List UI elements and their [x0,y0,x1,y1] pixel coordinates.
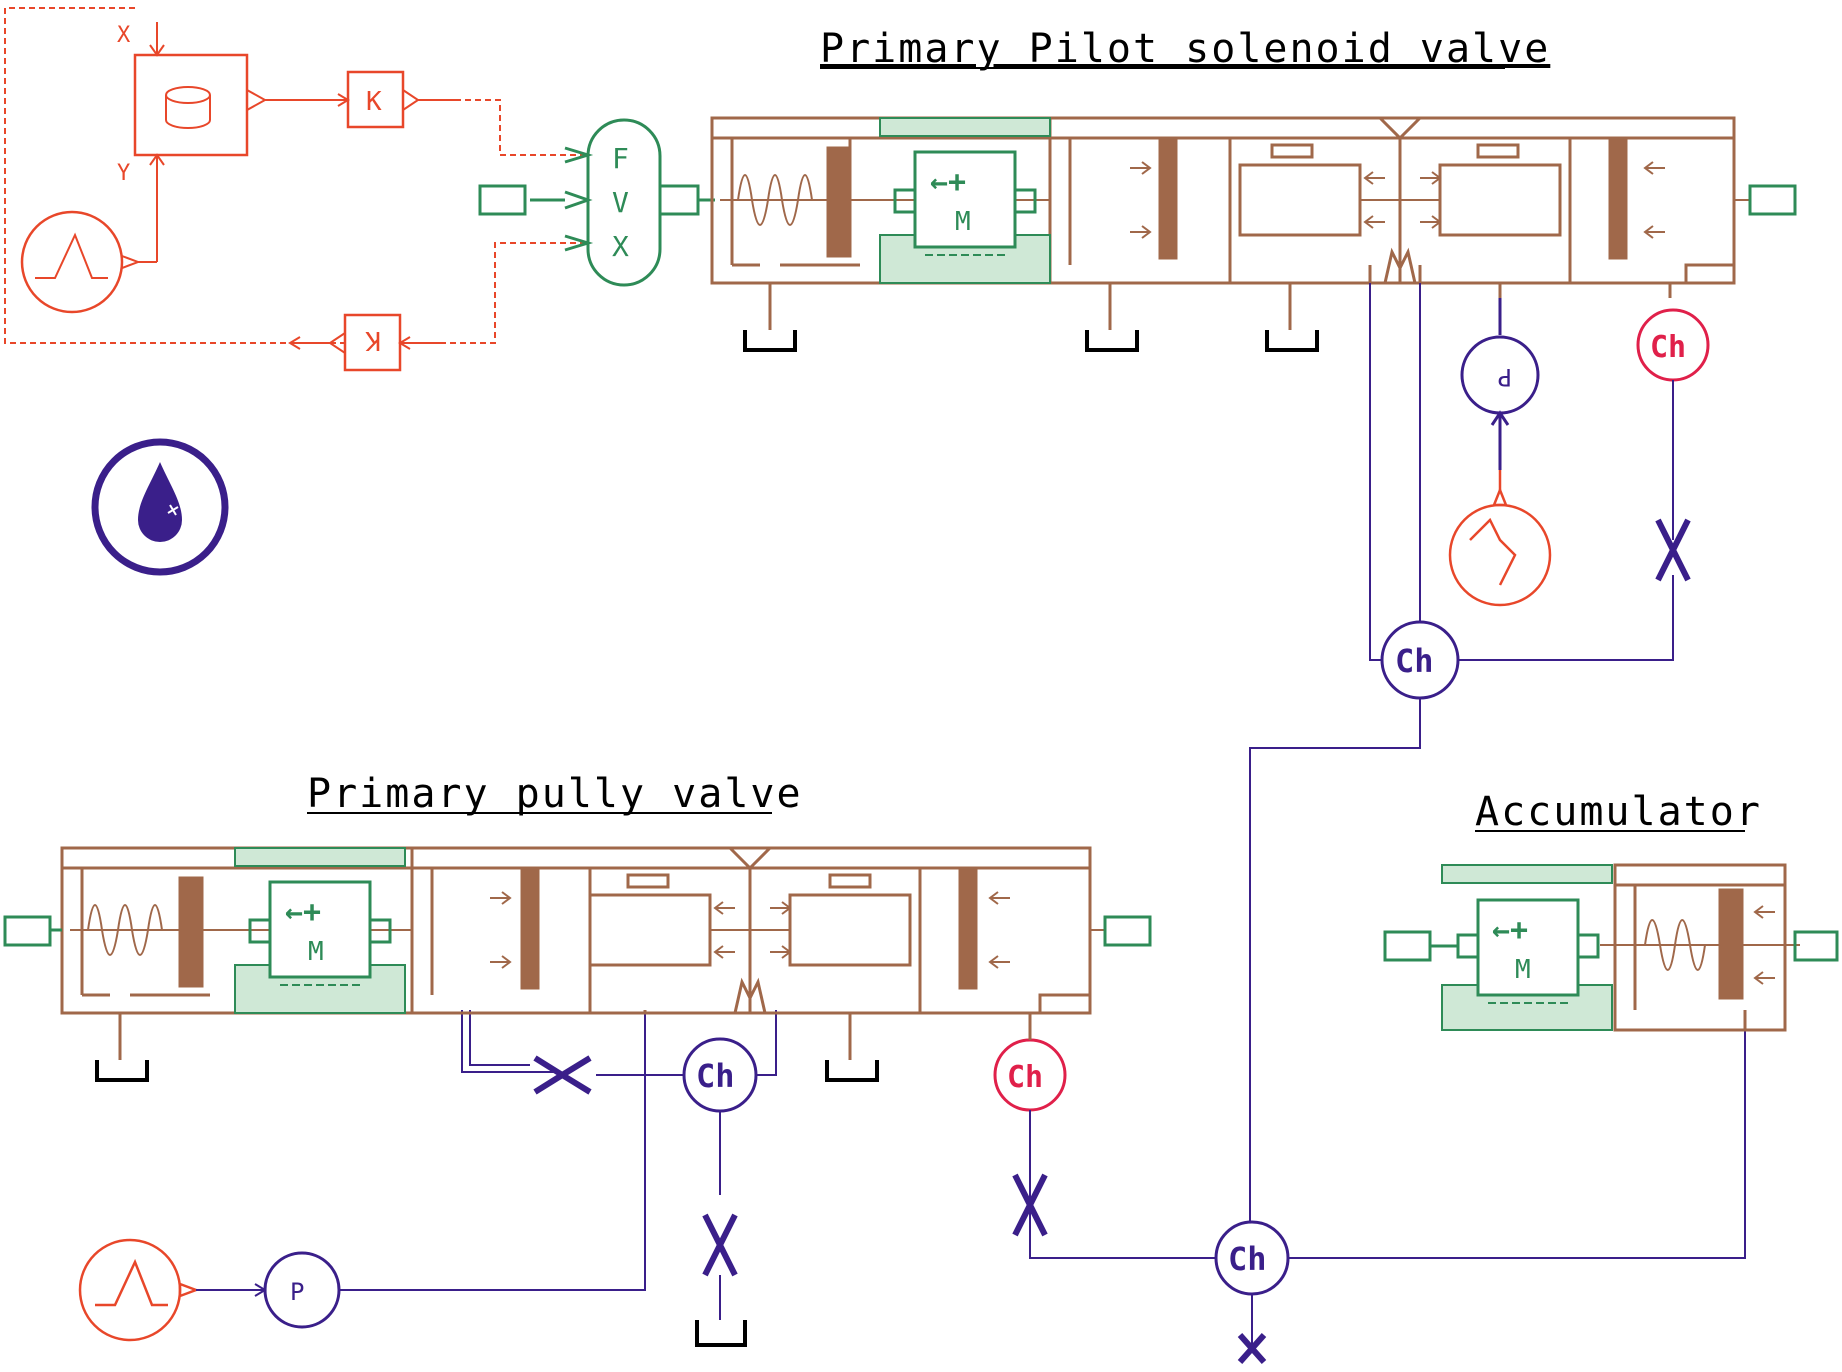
orifice-pilot [1655,518,1691,582]
chamber-pully-junction-label: Ch [696,1057,735,1095]
tank-pilot-1 [743,330,797,352]
accumulator-solenoid-label: M [1515,955,1531,985]
pilot-solenoid-actuator[interactable] [879,117,1051,284]
chamber-pilot-junction[interactable]: Ch [1380,620,1460,700]
orifice-pully-down [702,1213,738,1277]
chamber-accumulator-junction[interactable]: Ch [1214,1220,1290,1296]
title-primary-pully-valve: Primary pully valve [307,771,803,817]
orifice-pully-left [533,1055,592,1095]
tank-pilot-2 [1085,330,1139,352]
pilot-solenoid-symbol: ←+ [930,165,966,200]
chamber-pully-red-label: Ch [1007,1060,1043,1095]
pilot-solenoid-label: M [955,207,971,237]
orifice-pully-red [1012,1173,1048,1237]
title-primary-pilot-solenoid-valve: Primary Pilot solenoid valve [820,26,1550,72]
fvx-interface[interactable] [478,118,715,287]
port-y-label: Y [117,161,130,186]
hydraulic-lines [340,283,1746,1350]
accumulator-solenoid-actuator[interactable] [1441,864,1613,1031]
xy-lookup-block[interactable] [133,53,268,157]
pully-solenoid-label: M [308,937,324,967]
pilot-valve-body[interactable] [710,116,1750,330]
pilot-right-connector[interactable] [1748,184,1797,216]
gain-block-top[interactable] [346,70,420,129]
chamber-accumulator-junction-label: Ch [1228,1240,1267,1278]
pressure-source-label: P [290,1278,304,1306]
fvx-f-label: F [612,142,629,175]
tank-pully-bottom [695,1320,747,1347]
pully-valve-body[interactable] [60,846,1105,1060]
chamber-pully-red[interactable]: Ch [993,1038,1067,1112]
signal-generator-top[interactable] [20,210,157,314]
signal-generator-bottom[interactable] [78,1238,200,1342]
pully-left-connector[interactable] [3,915,52,947]
fvx-x-label: X [612,230,629,263]
pressure-source[interactable] [263,1251,341,1329]
orifice-bottom [1237,1333,1267,1364]
chamber-pilot-junction-label: Ch [1395,642,1434,680]
tank-pully-1 [95,1060,149,1082]
signal-generator-right[interactable] [1448,470,1552,607]
accumulator-solenoid-symbol: ←+ [1492,913,1528,948]
port-x-label: X [117,23,131,48]
fluid-properties-droplet-icon[interactable] [91,438,229,576]
fvx-v-label: V [612,186,629,219]
chamber-pilot-red[interactable]: Ch [1636,308,1710,382]
pully-right-connector[interactable] [1103,915,1152,947]
chamber-pilot-red-label: Ch [1650,330,1686,365]
accumulator-left-connector[interactable] [1383,930,1432,962]
tank-pilot-3 [1265,330,1319,352]
chamber-pully-junction[interactable]: Ch [682,1037,758,1113]
accumulator-right-connector[interactable] [1793,930,1839,962]
accumulator-body[interactable] [1600,863,1800,1032]
gain-top-label: K [366,87,382,117]
signal-section: X Y K K [4,7,590,372]
pully-solenoid-symbol: ←+ [285,895,321,930]
tank-pully-2 [825,1060,879,1082]
title-accumulator: Accumulator [1475,789,1762,835]
pully-solenoid-actuator[interactable] [234,847,406,1014]
gain-bottom-label: K [365,325,381,355]
pressure-sensor-label: P [1498,363,1512,391]
